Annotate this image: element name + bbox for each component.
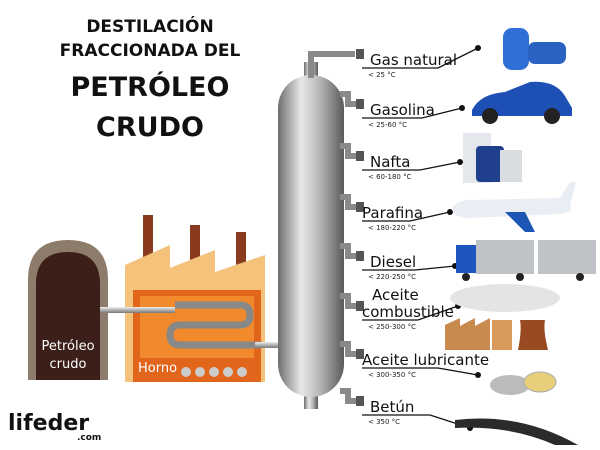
- product-temperature: < 220-250 °C: [368, 273, 416, 281]
- leader-dot: [475, 45, 481, 51]
- outlet-pipe: [340, 243, 358, 259]
- outlet-pipe: [340, 194, 358, 210]
- product-name: combustible: [362, 303, 454, 321]
- product-2: Gasolina < 25-60 °C: [340, 91, 465, 129]
- feed-pipe-2: [255, 342, 285, 348]
- leader-dot: [459, 105, 465, 111]
- airplane-icon: [452, 182, 576, 232]
- product-3: Nafta < 60-180 °C: [340, 143, 463, 181]
- crude-oil-reservoir: Petróleo crudo: [28, 240, 108, 380]
- feed-pipe: [100, 307, 175, 313]
- leader-line: [362, 211, 451, 222]
- pipe-cap: [356, 251, 364, 261]
- title-line-2: FRACCIONADA DEL: [60, 41, 241, 61]
- pipe-cap: [356, 49, 364, 59]
- product-name: Betún: [370, 398, 414, 416]
- bottles-icon: [463, 133, 522, 183]
- outlet-pipe: [340, 388, 358, 404]
- leader-dot: [447, 209, 453, 215]
- product-name: Nafta: [370, 153, 411, 171]
- furnace: Horno: [125, 215, 265, 382]
- product-temperature: < 250-300 °C: [368, 323, 416, 331]
- product-temperature: < 300-350 °C: [368, 371, 416, 379]
- truck-icon: [456, 240, 596, 281]
- outlet-pipe: [340, 91, 358, 107]
- product-name: Aceite lubricante: [362, 351, 489, 369]
- reservoir-label: Petróleo: [41, 339, 94, 354]
- product-list: Gas natural < 25 °C Gasolina < 25-60 °C Naft…: [308, 45, 489, 431]
- product-temperature: < 25 °C: [368, 71, 396, 79]
- product-8: Betún < 350 °C: [340, 388, 473, 431]
- product-name-line-1: Aceite: [372, 286, 419, 304]
- outlet-pipe: [340, 341, 358, 357]
- lubricant-tin-icon: [490, 371, 557, 395]
- product-name: Diesel: [370, 253, 416, 271]
- title-line-1: DESTILACIÓN: [86, 15, 213, 37]
- factory-icon: [445, 284, 560, 350]
- pipe-cap: [356, 301, 364, 311]
- pipe-cap: [356, 349, 364, 359]
- logo-text: lifeder: [8, 411, 89, 436]
- product-temperature: < 350 °C: [368, 418, 400, 426]
- product-temperature: < 60-180 °C: [368, 173, 412, 181]
- product-4: Parafina < 180-220 °C: [340, 194, 453, 232]
- title: DESTILACIÓN FRACCIONADA DEL PETRÓLEO CRU…: [60, 15, 241, 143]
- lifeder-logo: lifeder .com: [8, 411, 101, 443]
- gas-cylinder-icon: [503, 28, 566, 70]
- product-5: Diesel < 220-250 °C: [340, 243, 458, 281]
- outlet-pipe: [340, 143, 358, 159]
- product-name: Gasolina: [370, 101, 435, 119]
- leader-line: [362, 265, 456, 271]
- title-line-3: PETRÓLEO: [71, 71, 230, 103]
- leader-line: [362, 161, 461, 171]
- pipe-cap: [356, 99, 364, 109]
- pipe-cap: [356, 396, 364, 406]
- leader-dot: [457, 159, 463, 165]
- logo-suffix: .com: [77, 433, 101, 443]
- leader-line: [362, 47, 479, 69]
- reservoir-label-2: crudo: [50, 357, 87, 372]
- leader-dot: [475, 372, 481, 378]
- title-line-4: CRUDO: [96, 112, 204, 143]
- product-temperature: < 25-60 °C: [368, 121, 407, 129]
- car-icon: [472, 81, 572, 124]
- furnace-label: Horno: [138, 361, 177, 376]
- product-name: Gas natural: [370, 51, 457, 69]
- leader-line: [362, 305, 459, 321]
- product-7: Aceite lubricante < 300-350 °C: [340, 341, 489, 379]
- leader-line: [362, 367, 479, 376]
- pipe-cap: [356, 151, 364, 161]
- road-icon: [455, 418, 578, 445]
- product-temperature: < 180-220 °C: [368, 224, 416, 232]
- outlet-pipe: [308, 51, 355, 78]
- product-1: Gas natural < 25 °C: [308, 45, 481, 79]
- outlet-pipe: [340, 293, 358, 309]
- product-name: Parafina: [362, 204, 423, 222]
- leader-line: [362, 107, 463, 119]
- pipe-cap: [356, 202, 364, 212]
- distillation-column: [278, 62, 344, 409]
